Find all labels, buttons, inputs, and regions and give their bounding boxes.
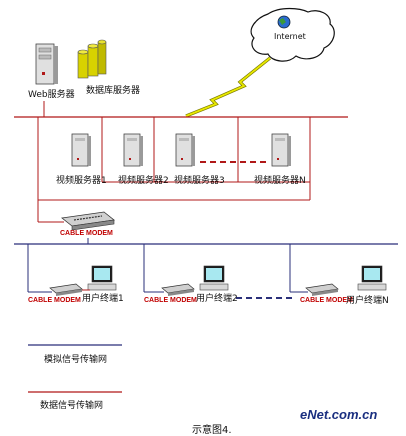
video-server-icon [71, 133, 91, 167]
figure-caption: 示意图4. [192, 425, 232, 436]
video-server-links [37, 117, 311, 201]
watermark-part2: .com.cn [328, 407, 378, 422]
terminal-label: 用户终端2 [196, 294, 238, 304]
internet-label: Internet [274, 32, 306, 41]
computer-icon [357, 265, 387, 291]
video-server-label: 视频服务器N [254, 176, 306, 186]
computer-icon [199, 265, 229, 291]
terminal-drops [27, 244, 291, 292]
internet-cloud [250, 7, 335, 62]
cable-modem-icon [61, 211, 115, 231]
terminal-modem-icon [305, 283, 339, 296]
legend-analog-label: 模拟信号传输网 [44, 355, 108, 365]
watermark-part1: eNet [300, 407, 329, 422]
video-server-label: 视频服务器2 [118, 176, 169, 186]
terminal-label: 用户终端1 [82, 294, 124, 304]
web-server-label: Web服务器 [28, 90, 75, 100]
video-server-icon [123, 133, 143, 167]
computer-icon [87, 265, 117, 291]
video-server-label: 视频服务器1 [56, 176, 107, 186]
web-server-icon [35, 43, 58, 85]
video-server-icon [175, 133, 195, 167]
video-server-label: 视频服务器3 [174, 176, 225, 186]
terminal-modem-icon [161, 283, 195, 296]
database-server-icon [77, 39, 107, 79]
terminal-label: 用户终端N [346, 296, 389, 306]
terminal-modem-icon [49, 283, 83, 296]
video-server-icon [271, 133, 291, 167]
watermark-logo: eNet.com.cn [300, 407, 377, 422]
db-server-label: 数据库服务器 [86, 86, 141, 96]
internet-link-bolt [185, 56, 271, 118]
cable-modem-label: CABLE MODEM [144, 297, 197, 304]
cable-modem-label: CABLE MODEM [300, 297, 353, 304]
cable-modem-label: CABLE MODEM [28, 297, 81, 304]
legend-digital-label: 数据信号传输网 [40, 401, 104, 411]
cable-modem-label: CABLE MODEM [60, 230, 113, 237]
